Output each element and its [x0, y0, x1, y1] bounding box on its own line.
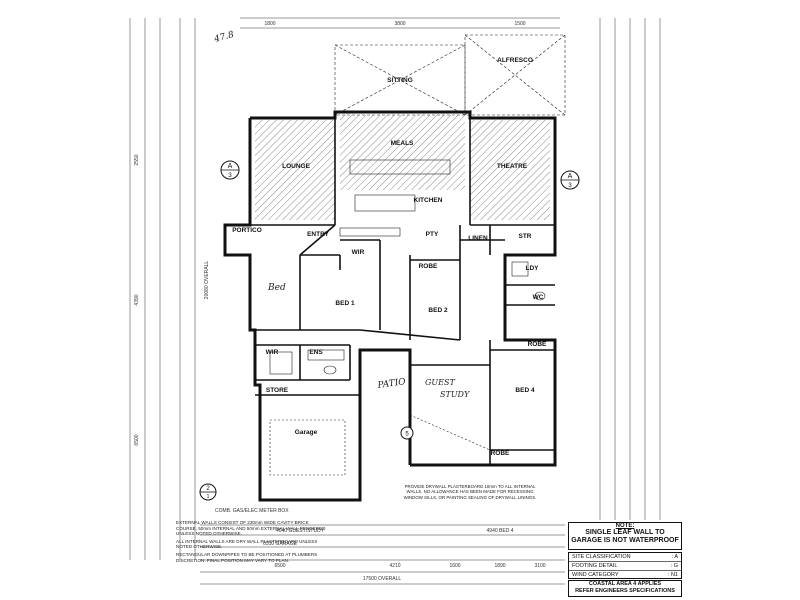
room-label-store: STORE [266, 387, 289, 394]
wind-category-label: WIND CATEGORY [572, 572, 619, 578]
section-marker-a-left: A 3 [220, 160, 240, 180]
wind-category-row: WIND CATEGORY : N1 [569, 571, 681, 579]
section-marker-b-sub: 1 [207, 494, 210, 500]
handwritten-guest: GUEST [425, 378, 455, 387]
coastal-note: COASTAL AREA 4 APPLIES REFER ENGINEERS S… [568, 580, 682, 597]
section-marker-b-number: 2 [206, 486, 210, 492]
footing-detail-label: FOOTING DETAIL [572, 563, 618, 569]
section-marker-a-right: A 3 [560, 170, 580, 190]
dimension-bottom-2: 4210 [389, 563, 400, 569]
handwritten-corner-note: 47.8 [212, 30, 235, 45]
dimension-guest: 4040 GUEST/STUDY [276, 528, 325, 534]
dimension-bottom-1: 6500 [274, 563, 285, 569]
dimension-top-2: 3800 [394, 21, 405, 27]
dimension-bed4: 4940 BED 4 [487, 528, 514, 534]
room-label-ldy: LDY [526, 265, 540, 272]
dimension-side-1: 6500 [134, 434, 140, 445]
dimension-garage: 6310 GARAGE [263, 541, 298, 547]
downpipes-text: RECTANGULAR DOWNPIPES TO BE POSITIONED A… [176, 551, 318, 563]
room-label-portico: PORTICO [232, 227, 262, 234]
room-label-linen: LINEN [468, 235, 488, 242]
section-marker-a-left-number: 3 [228, 173, 232, 179]
external-walls-note: EXTERNAL WALLS CONSIST OF 230mm WIDE CAV… [176, 520, 326, 563]
meter-box-label: COMB. GAS/ELEC METER BOX [215, 508, 289, 514]
site-classification-label: SITE CLASSIFICATION [572, 554, 631, 560]
site-classification-table: SITE CLASSIFICATION : A FOOTING DETAIL :… [568, 552, 682, 579]
room-labels: SITTING ALFRESCO MEALS LOUNGE THEATRE KI… [232, 57, 547, 457]
room-label-theatre: THEATRE [497, 163, 528, 170]
room-label-wc: WC [533, 294, 544, 301]
single-leaf-line-1: SINGLE LEAF WALL TO [585, 529, 665, 536]
room-label-bed-2: BED 2 [428, 307, 448, 314]
fixtures [269, 159, 546, 476]
room-label-bed-1: BED 1 [335, 300, 355, 307]
room-label-garage: Garage [295, 429, 318, 436]
room-label-bed-4: BED 4 [515, 387, 535, 394]
internal-walls-text: ALL INTERNAL WALLS ARE DRY WALL PLASTERB… [176, 538, 318, 550]
external-walls-text: EXTERNAL WALLS CONSIST OF 230mm WIDE CAV… [176, 520, 326, 537]
single-leaf-title: NOTE: [615, 523, 635, 529]
site-classification-value: : A [671, 554, 678, 560]
room-label-robe-2: ROBE [528, 341, 547, 348]
single-leaf-line-2: GARAGE IS NOT WATERPROOF [571, 537, 679, 544]
room-label-entry: ENTRY [307, 231, 329, 238]
room-label-wir-2: WIR [266, 349, 279, 356]
footing-detail-value: : G [670, 563, 678, 569]
dimension-side-2: 4390 [134, 294, 140, 305]
internal-walls [250, 118, 555, 465]
room-label-pty: PTY [426, 231, 439, 238]
dimension-overall-depth: 20080 OVERALL [204, 261, 210, 300]
room-label-lounge: LOUNGE [282, 163, 310, 170]
dimension-top-1: 1800 [264, 21, 275, 27]
dimension-top-3: 1500 [514, 21, 525, 27]
dimension-bottom-3: 1600 [449, 563, 460, 569]
room-label-robe-3: ROBE [491, 450, 510, 457]
dimension-bottom-5: 3100 [534, 563, 545, 569]
section-marker-b: 2 1 [199, 483, 217, 501]
handwritten-study: STUDY [440, 390, 470, 399]
outdoor-areas [334, 34, 566, 116]
room-label-ens: ENS [309, 349, 323, 356]
coastal-line-2: REFER ENGINEERS SPECIFICATIONS [575, 588, 675, 594]
dimension-side-3: 2550 [134, 154, 140, 165]
section-marker-c: 5 [400, 426, 414, 440]
drywall-note: PROVIDE DRYWALL PLASTERBOARD 10mm TO ALL… [400, 484, 540, 500]
room-label-kitchen: KITCHEN [414, 197, 443, 204]
dimension-bottom-4: 1890 [494, 563, 505, 569]
footing-detail-row: FOOTING DETAIL : G [569, 562, 681, 571]
dimension-labels: 17500 OVERALL 20080 OVERALL 6500 4210 16… [134, 21, 546, 582]
handwritten-bed: Bed [267, 283, 286, 293]
wind-category-value: : N1 [667, 572, 678, 578]
room-label-str: STR [519, 233, 532, 240]
room-label-robe-1: ROBE [419, 263, 438, 270]
room-label-alfresco: ALFRESCO [497, 57, 533, 64]
living-floor-hatch [255, 115, 550, 220]
room-label-meals: MEALS [391, 140, 414, 147]
section-marker-a-right-letter: A [568, 173, 573, 180]
room-label-sitting: SITTING [387, 77, 413, 84]
section-marker-a-right-number: 3 [568, 183, 572, 189]
dimension-lines [129, 17, 661, 585]
coastal-line-1: COASTAL AREA 4 APPLIES [588, 581, 662, 587]
room-label-wir: WIR [352, 249, 365, 256]
section-marker-c-number: 5 [405, 432, 409, 438]
drywall-text: PROVIDE DRYWALL PLASTERBOARD 10mm TO ALL… [403, 484, 537, 500]
site-classification-row: SITE CLASSIFICATION : A [569, 553, 681, 562]
section-marker-a-left-letter: A [228, 163, 233, 170]
dimension-overall-width: 17500 OVERALL [363, 576, 402, 582]
handwritten-patio: PATIO [376, 377, 407, 391]
single-leaf-note: NOTE: SINGLE LEAF WALL TO GARAGE IS NOT … [568, 522, 682, 550]
